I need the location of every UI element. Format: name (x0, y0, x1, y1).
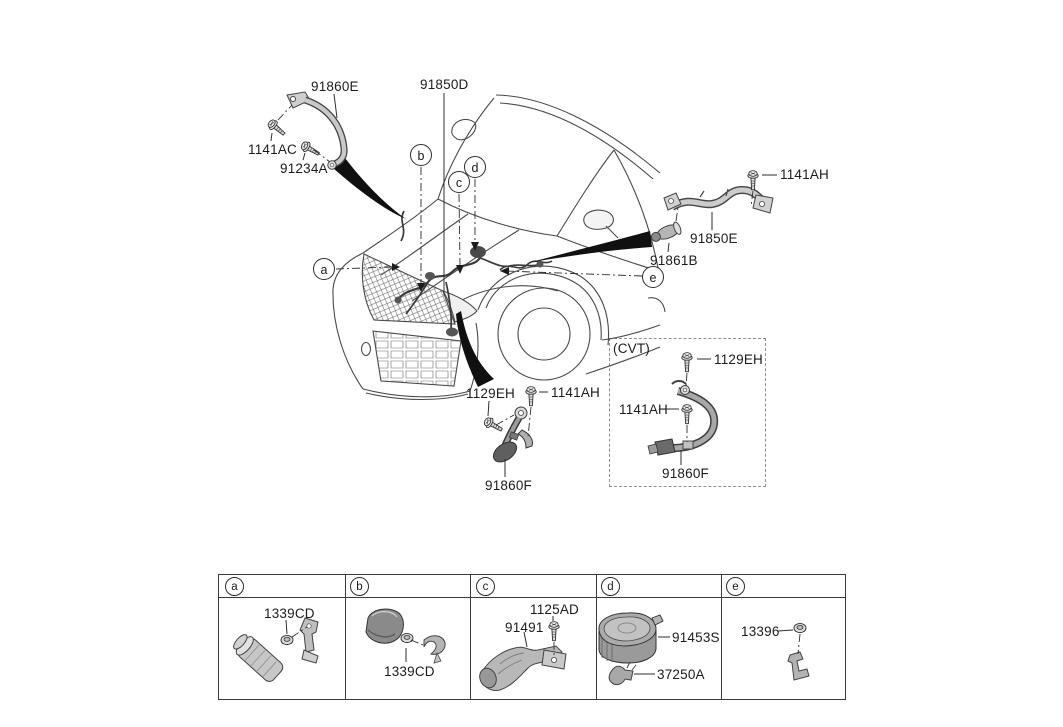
table-header-b: b (350, 577, 369, 596)
table-header-e: e (726, 577, 745, 596)
callout-91861b: 91861B (650, 253, 698, 268)
fitting-91861b-drawing (650, 221, 682, 242)
bolt-1141ah-cvt-icon (681, 404, 693, 425)
cvt-variant-box (609, 338, 766, 487)
cell-b-label-1339cd: 1339CD (384, 664, 435, 679)
cvt-caption: (CVT) (613, 341, 650, 356)
table-divider (470, 575, 472, 699)
fusebox-drawing-cell-d (598, 612, 664, 686)
table-header-a: a (225, 577, 244, 596)
bolt-1129eh-cvt-icon (681, 352, 693, 373)
harness-drawing (394, 210, 553, 337)
marker-c: c (448, 171, 470, 193)
table-header-d: d (601, 577, 620, 596)
callout-91850e: 91850E (690, 231, 738, 246)
bolt-1141ah-main-icon (525, 386, 537, 407)
callout-1129eh-cvt: 1129EH (714, 352, 763, 367)
bolt-1141ac-icon (265, 117, 288, 139)
marker-b: b (410, 144, 432, 166)
cap-clamp-drawing-cell-b (365, 608, 446, 664)
cell-c-label-1125ad: 1125AD (530, 602, 579, 617)
cell-e-label-13396: 13396 (741, 624, 780, 639)
terminal-drawing-cell-a (233, 617, 319, 682)
bracket-drawing-cell-e (787, 651, 810, 681)
cell-d-label-37250a: 37250A (657, 667, 705, 682)
callout-91860f-cvt: 91860F (662, 466, 709, 481)
table-header-c: c (476, 577, 495, 596)
cell-d-label-91453s: 91453S (672, 630, 720, 645)
callout-1141ah-main: 1141AH (551, 385, 600, 400)
marker-a: a (313, 258, 335, 280)
parts-table (218, 574, 846, 700)
callout-91860f-main: 91860F (485, 478, 532, 493)
bracket-drawing-cell-c (479, 645, 567, 691)
marker-e: e (642, 266, 664, 288)
cable-91860f-main-drawing (492, 406, 533, 463)
cell-c-label-91491: 91491 (505, 620, 544, 635)
cable-91860e-drawing (286, 91, 348, 170)
callout-91860e: 91860E (311, 79, 359, 94)
callout-1141ah-top: 1141AH (780, 167, 829, 182)
pointer-swooshes (333, 158, 652, 387)
callout-1129eh-main: 1129EH (466, 386, 515, 401)
callout-91234a: 91234A (280, 161, 328, 176)
cell-a-label-1339cd: 1339CD (264, 606, 315, 621)
table-header-divider (219, 597, 845, 598)
grille-mesh (361, 253, 456, 325)
callout-1141ac: 1141AC (248, 142, 297, 157)
dash-dot-lines (277, 104, 801, 658)
bumper-slats (372, 330, 462, 387)
table-divider (344, 575, 346, 699)
callout-1141ah-cvt: 1141AH (619, 402, 668, 417)
bolt-91234a-icon (299, 139, 322, 159)
leader-lines (270, 93, 794, 675)
cable-91850e-drawing (663, 185, 774, 214)
callout-91850d: 91850D (420, 77, 469, 92)
cable-91860f-cvt-drawing (647, 380, 719, 456)
table-divider (721, 575, 723, 699)
table-divider (595, 575, 597, 699)
arrowheads (392, 242, 509, 292)
bolt-1129eh-main-icon (482, 415, 505, 435)
bolt-1141ah-top-icon (747, 170, 759, 191)
marker-d: d (464, 156, 486, 178)
